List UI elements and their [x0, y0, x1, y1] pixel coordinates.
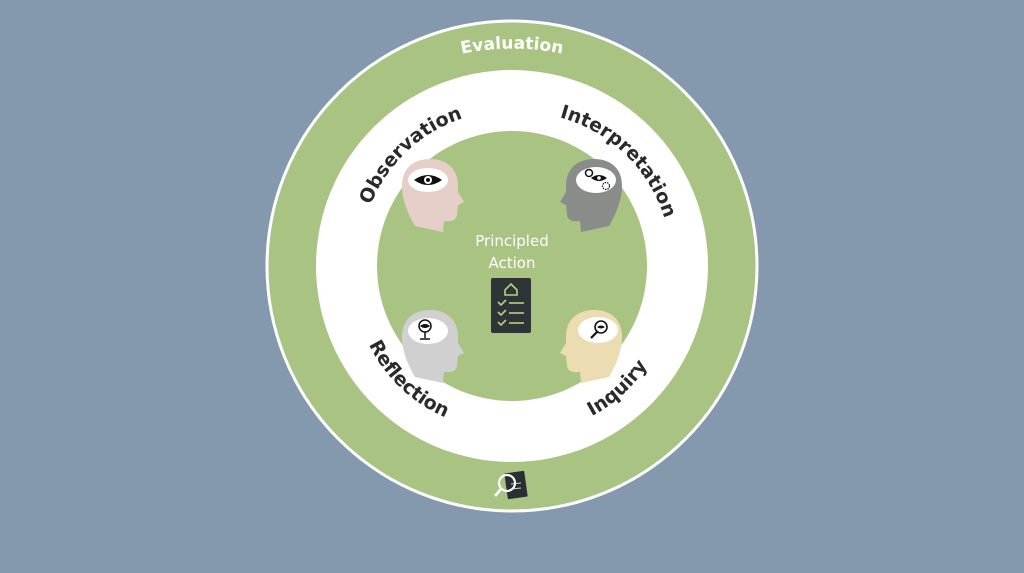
document-magnifier-icon: [494, 470, 528, 500]
reflection-head: [402, 310, 464, 383]
eye-icon: [414, 175, 442, 185]
magnifier-eye-icon: [590, 320, 608, 339]
observation-head: [402, 159, 464, 232]
interpretation-head: [560, 159, 622, 232]
center-label-line2: Action: [489, 254, 536, 272]
checklist-icon: [491, 278, 531, 333]
microscope-eye-icon: [418, 319, 432, 340]
inquiry-head: [560, 310, 622, 383]
gears-eye-icon: [584, 168, 611, 191]
center-label-line1: Principled: [475, 232, 548, 250]
